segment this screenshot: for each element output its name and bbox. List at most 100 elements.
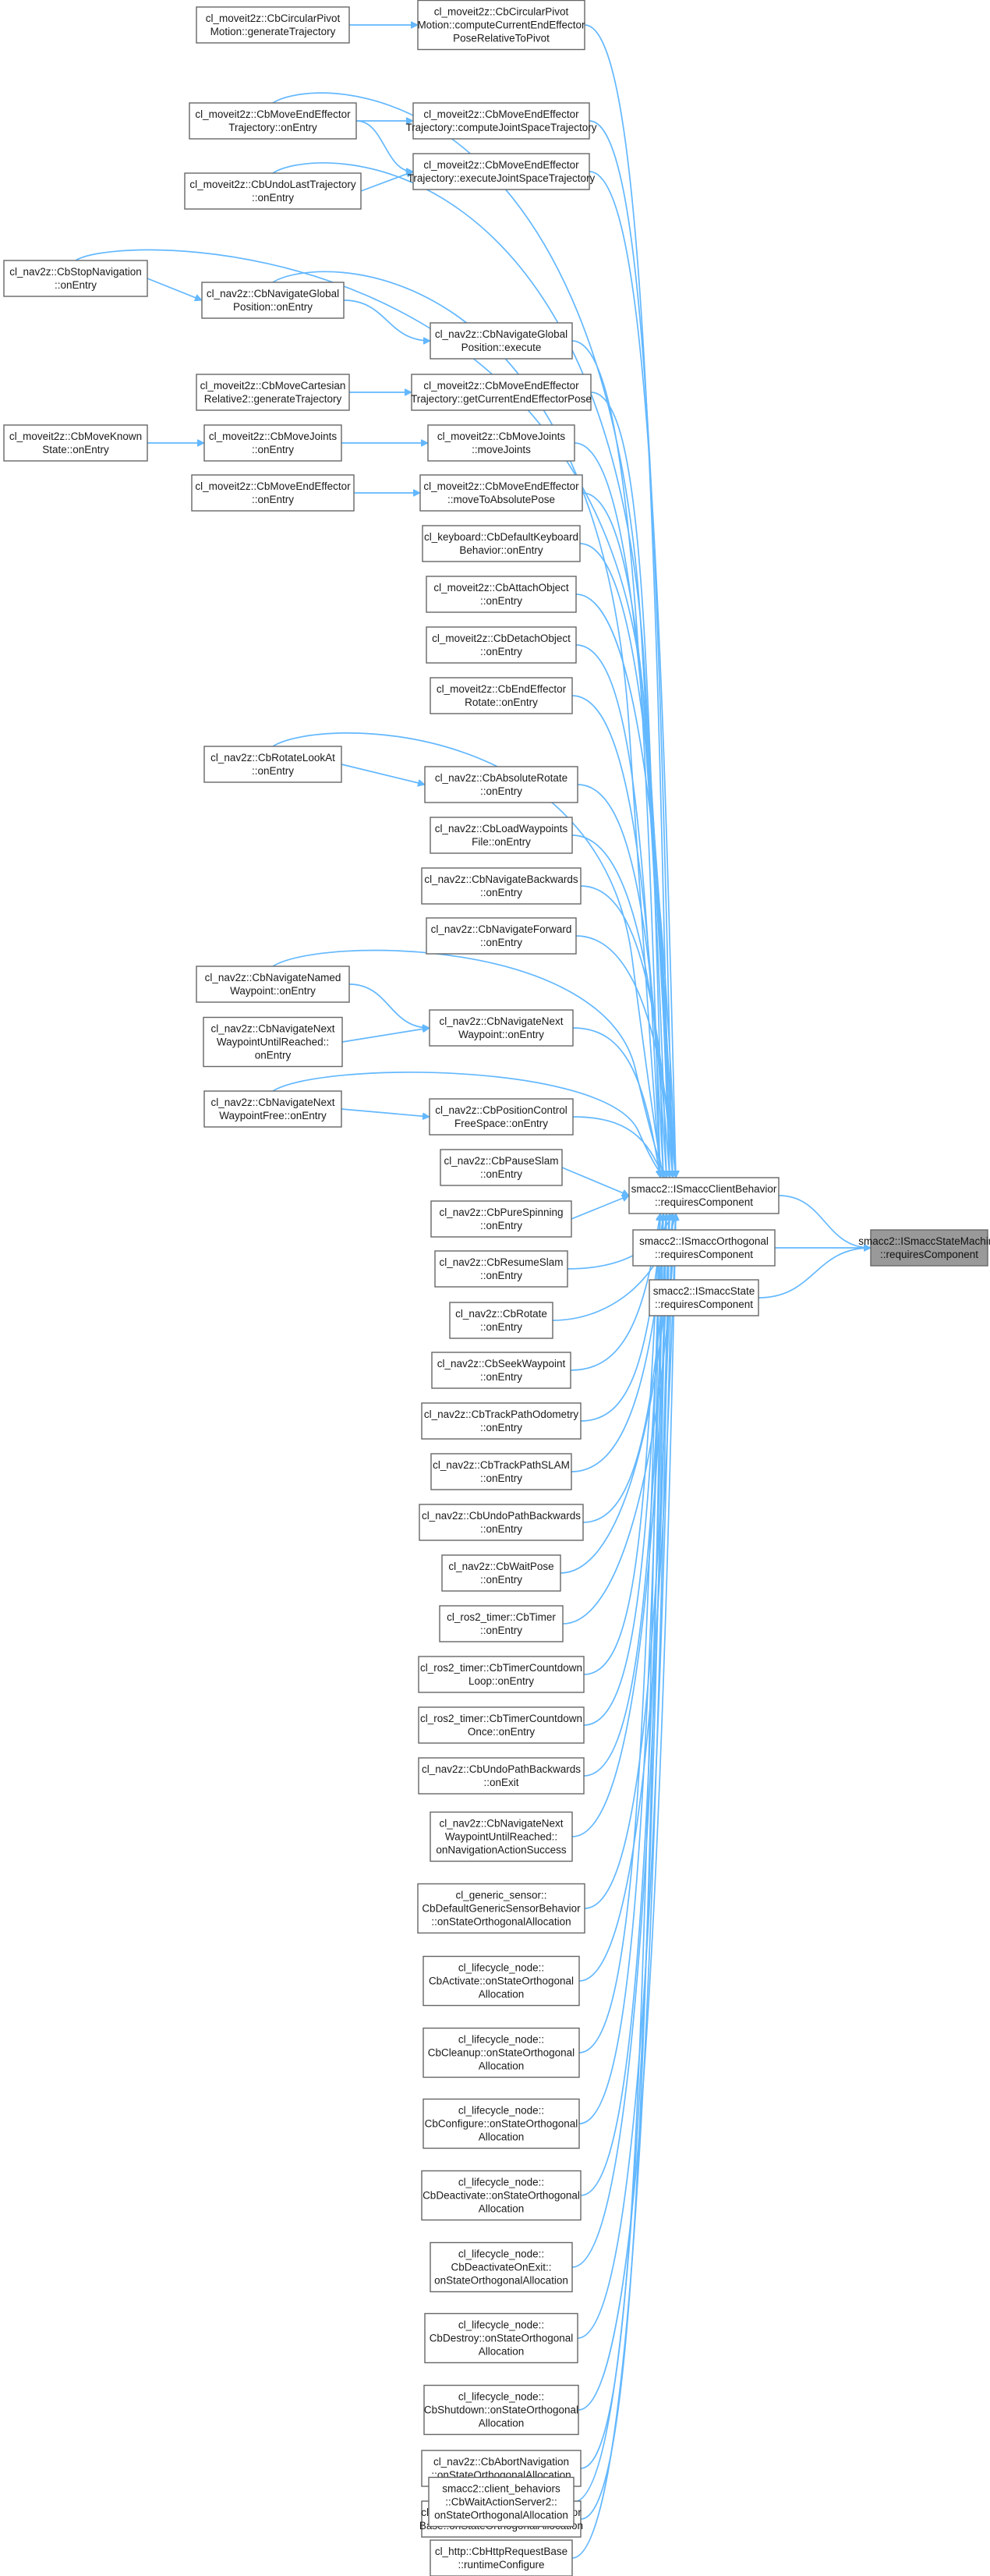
graph-node[interactable]: cl_moveit2z::CbMoveJoints::moveJoints — [427, 424, 575, 462]
graph-node[interactable]: cl_nav2z::CbNavigateNamedWaypoint::onEnt… — [196, 966, 350, 1003]
graph-node[interactable]: cl_generic_sensor::CbDefaultGenericSenso… — [417, 1883, 585, 1934]
node-box — [203, 1016, 343, 1068]
graph-node[interactable]: cl_lifecycle_node::CbShutdown::onStateOr… — [423, 2384, 579, 2436]
call-edge-c34-to-cb — [578, 1214, 660, 2053]
node-label-line: File::onEntry — [472, 836, 531, 848]
node-label-line: cl_nav2z::CbNavigateNext — [210, 1097, 334, 1108]
graph-node[interactable]: cl_nav2z::CbNavigateNextWaypointFree::on… — [203, 1090, 342, 1128]
graph-node[interactable]: cl_nav2z::CbNavigateGlobalPosition::exec… — [430, 322, 573, 360]
node-label-line: smacc2::ISmaccOrthogonal — [639, 1235, 769, 1247]
graph-node[interactable]: cl_lifecycle_node::CbCleanup::onStateOrt… — [423, 2027, 580, 2078]
node-label-line: Allocation — [479, 2346, 525, 2358]
node-label-line: State::onEntry — [42, 444, 109, 455]
graph-node[interactable]: cl_nav2z::CbNavigateGlobalPosition::onEn… — [201, 282, 345, 319]
node-label-line: ::runtimeConfigure — [458, 2559, 544, 2571]
node-label-line: onNavigationActionSuccess — [436, 1844, 567, 1856]
graph-node[interactable]: cl_nav2z::CbStopNavigation::onEntry — [3, 260, 148, 297]
graph-node[interactable]: cl_moveit2z::CbCircularPivotMotion::gene… — [196, 6, 350, 44]
graph-node[interactable]: cl_nav2z::CbResumeSlam::onEntry — [434, 1250, 568, 1288]
graph-node[interactable]: cl_moveit2z::CbMoveJoints::onEntry — [203, 424, 342, 462]
node-label-line: CbDeactivate::onStateOrthogonal — [423, 2190, 580, 2202]
graph-node[interactable]: cl_nav2z::CbUndoPathBackwards::onExit — [418, 1757, 585, 1795]
graph-node[interactable]: cl_nav2z::CbSeekWaypoint::onEntry — [431, 1352, 571, 1389]
call-edge-g2-to-cb — [272, 92, 673, 1178]
node-label-line: cl_moveit2z::CbUndoLastTrajectory — [189, 179, 356, 190]
node-label-line: cl_nav2z::CbPureSpinning — [439, 1207, 563, 1218]
node-label-line: Waypoint::onEntry — [458, 1029, 544, 1040]
graph-node[interactable]: smacc2::client_behaviors::CbWaitActionSe… — [428, 2476, 575, 2528]
node-label-line: ::requiresComponent — [655, 1249, 753, 1260]
node-label-line: ::onEntry — [480, 595, 522, 607]
graph-node[interactable]: smacc2::ISmaccState::requiresComponent — [649, 1279, 759, 1316]
node-label-line: CbCleanup::onStateOrthogonal — [428, 2047, 575, 2059]
graph-node[interactable]: cl_nav2z::CbWaitPose::onEntry — [441, 1554, 561, 1592]
graph-node[interactable]: cl_moveit2z::CbMoveEndEffectorTrajectory… — [405, 102, 597, 140]
graph-node[interactable]: cl_nav2z::CbNavigateNextWaypointUntilRea… — [203, 1016, 343, 1068]
graph-node[interactable]: cl_moveit2z::CbMoveEndEffector::onEntry — [191, 474, 355, 512]
node-label-line: Allocation — [479, 1989, 525, 2000]
graph-node[interactable]: cl_lifecycle_node::CbDeactivate::onState… — [421, 2170, 582, 2221]
graph-node[interactable]: cl_lifecycle_node::CbDestroy::onStateOrt… — [424, 2312, 578, 2364]
graph-node[interactable]: cl_keyboard::CbDefaultKeyboardBehavior::… — [422, 525, 581, 562]
graph-node[interactable]: cl_lifecycle_node::CbActivate::onStateOr… — [423, 1955, 580, 2007]
node-label-line: Trajectory::computeJointSpaceTrajectory — [405, 122, 596, 133]
graph-node[interactable]: cl_nav2z::CbUndoPathBackwards::onEntry — [419, 1504, 584, 1541]
graph-node[interactable]: cl_nav2z::CbRotateLookAt::onEntry — [203, 746, 342, 783]
graph-node[interactable]: cl_ros2_timer::CbTimerCountdownOnce::onE… — [418, 1706, 585, 1744]
graph-node[interactable]: smacc2::ISmaccOrthogonal::requiresCompon… — [632, 1229, 776, 1267]
node-label-line: ::onEntry — [480, 1625, 522, 1636]
node-box — [428, 2476, 575, 2528]
node-label-line: smacc2::client_behaviors — [442, 2483, 560, 2495]
graph-node[interactable]: cl_moveit2z::CbCircularPivotMotion::comp… — [417, 0, 585, 51]
node-box — [422, 525, 581, 562]
graph-node[interactable]: cl_nav2z::CbAbsoluteRotate::onEntry — [424, 766, 578, 803]
graph-node[interactable]: cl_moveit2z::CbMoveCartesianRelative2::g… — [196, 374, 350, 411]
graph-node[interactable]: cl_nav2z::CbNavigateForward::onEntry — [426, 917, 577, 955]
node-label-line: smacc2::ISmaccStateMachine — [858, 1235, 990, 1247]
node-label-line: FreeSpace::onEntry — [454, 1118, 548, 1129]
node-label-line: cl_nav2z::CbNavigateNext — [210, 1023, 334, 1035]
node-box — [418, 1706, 585, 1744]
focus-node[interactable]: smacc2::ISmaccStateMachine::requiresComp… — [858, 1229, 990, 1267]
graph-node[interactable]: cl_nav2z::CbRotate::onEntry — [449, 1302, 553, 1339]
node-label-line: cl_moveit2z::CbMoveKnown — [9, 431, 142, 442]
graph-node[interactable]: cl_nav2z::CbPositionControlFreeSpace::on… — [429, 1098, 574, 1136]
graph-node[interactable]: smacc2::ISmaccClientBehavior::requiresCo… — [628, 1177, 780, 1214]
graph-node[interactable]: cl_moveit2z::CbMoveEndEffectorTrajectory… — [411, 374, 592, 411]
node-box — [423, 2027, 580, 2078]
graph-node[interactable]: cl_nav2z::CbNavigateNextWaypoint::onEntr… — [429, 1009, 574, 1047]
node-label-line: Position::onEntry — [233, 301, 313, 313]
graph-node[interactable]: cl_nav2z::CbNavigateNextWaypointUntilRea… — [430, 1811, 573, 1862]
node-label-line: Position::execute — [461, 342, 542, 353]
node-label-line: Allocation — [479, 2131, 525, 2143]
node-box — [203, 424, 342, 462]
node-label-line: cl_nav2z::CbUndoPathBackwards — [422, 1763, 581, 1775]
node-label-line: ::onEntry — [480, 1574, 522, 1586]
graph-node[interactable]: cl_lifecycle_node::CbConfigure::onStateO… — [423, 2098, 580, 2149]
graph-node[interactable]: cl_nav2z::CbPureSpinning::onEntry — [430, 1200, 572, 1238]
node-label-line: cl_moveit2z::CbDetachObject — [432, 632, 571, 644]
graph-node[interactable]: cl_http::CbHttpRequestBase::runtimeConfi… — [430, 2539, 573, 2576]
node-label-line: WaypointUntilReached:: — [445, 1831, 557, 1843]
graph-node[interactable]: cl_nav2z::CbTrackPathOdometry::onEntry — [421, 1402, 582, 1440]
graph-node[interactable]: cl_nav2z::CbPauseSlam::onEntry — [440, 1149, 563, 1186]
graph-node[interactable]: cl_moveit2z::CbMoveEndEffectorTrajectory… — [189, 102, 357, 140]
graph-node[interactable]: cl_ros2_timer::CbTimerCountdownLoop::onE… — [418, 1656, 585, 1693]
graph-node[interactable]: cl_moveit2z::CbAttachObject::onEntry — [426, 576, 577, 613]
graph-node[interactable]: cl_nav2z::CbTrackPathSLAM::onEntry — [430, 1453, 572, 1490]
graph-node[interactable]: cl_lifecycle_node::CbDeactivateOnExit::o… — [430, 2241, 573, 2293]
graph-node[interactable]: cl_moveit2z::CbEndEffectorRotate::onEntr… — [430, 677, 573, 714]
node-label-line: onStateOrthogonalAllocation — [434, 2275, 568, 2287]
graph-node[interactable]: cl_ros2_timer::CbTimer::onEntry — [439, 1605, 564, 1642]
graph-node[interactable]: cl_nav2z::CbNavigateBackwards::onEntry — [421, 867, 582, 905]
graph-node[interactable]: cl_moveit2z::CbDetachObject::onEntry — [426, 626, 577, 664]
node-label-line: Waypoint::onEntry — [230, 985, 316, 997]
graph-node[interactable]: cl_moveit2z::CbMoveEndEffectorTrajectory… — [408, 153, 596, 190]
graph-node[interactable]: cl_moveit2z::CbUndoLastTrajectory::onEnt… — [184, 172, 362, 210]
node-label-line: cl_nav2z::CbSeekWaypoint — [437, 1358, 566, 1369]
node-label-line: cl_lifecycle_node:: — [458, 2391, 544, 2403]
node-box — [423, 2384, 579, 2436]
graph-node[interactable]: cl_moveit2z::CbMoveEndEffector::moveToAb… — [419, 474, 583, 512]
